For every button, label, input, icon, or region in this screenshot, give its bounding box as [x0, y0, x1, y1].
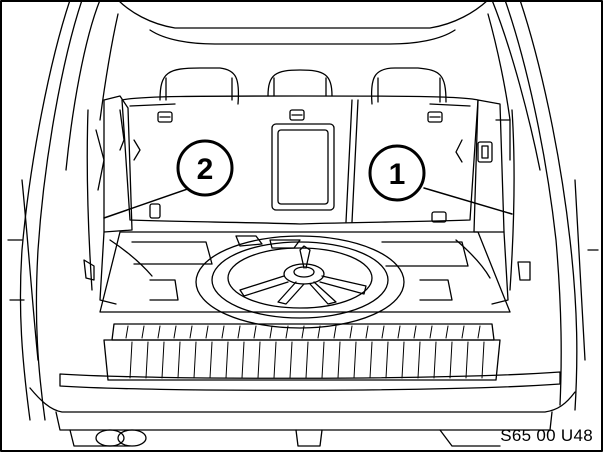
callout-1-label: 1	[389, 158, 406, 191]
vehicle-body-outline	[7, 0, 599, 421]
left-side-panel	[83, 95, 161, 305]
leader-line-1	[423, 187, 513, 215]
callout-1: 1	[368, 144, 426, 202]
rear-bumper	[29, 387, 576, 447]
callout-2: 2	[176, 139, 234, 197]
reference-code: S65 00 U48	[500, 426, 593, 445]
sill-ribs	[125, 325, 485, 379]
rear-seatbacks	[121, 95, 479, 225]
right-side-panel	[431, 99, 531, 305]
headrests	[159, 67, 447, 105]
spare-wheel	[195, 235, 405, 329]
sill-plate	[59, 323, 561, 391]
callout-2-label: 2	[197, 153, 214, 186]
cargo-floor	[99, 231, 511, 313]
